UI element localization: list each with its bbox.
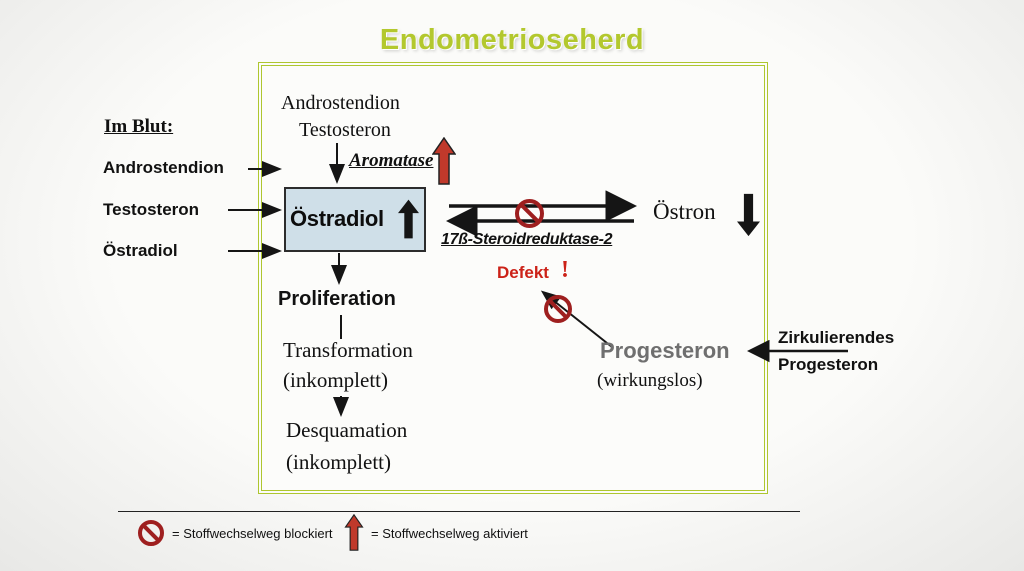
- blood-item-estradiol: Östradiol: [103, 241, 178, 260]
- legend-blocked-icon: [138, 520, 164, 546]
- proliferation-label: Proliferation: [278, 288, 396, 310]
- estrone-label: Östron: [653, 199, 716, 224]
- aromatase-activated-arrow-icon: [432, 137, 456, 185]
- transformation-note: (inkomplett): [283, 368, 388, 392]
- circulating-progesterone-line2: Progesteron: [778, 355, 879, 374]
- circulating-progesterone-line1: Zirkulierendes: [778, 328, 895, 347]
- legend-blocked-label: = Stoffwechselweg blockiert: [172, 526, 333, 541]
- reductase-label: 17ß-Steroidreduktase-2: [441, 231, 613, 248]
- legend-divider: [118, 511, 800, 512]
- blocked-icon-reductase: [515, 199, 544, 228]
- blood-item-testosteron: Testosteron: [103, 200, 200, 219]
- blood-panel-heading: Im Blut:: [104, 116, 174, 137]
- precursor-testosteron-label: Testosteron: [299, 119, 391, 141]
- estrone-down-arrow-icon: [737, 193, 760, 237]
- precursor-androstendion-label: Androstendion: [281, 92, 400, 114]
- transformation-label: Transformation: [283, 338, 413, 362]
- legend-activated-label: = Stoffwechselweg aktiviert: [371, 526, 528, 541]
- estradiol-box: [284, 187, 426, 252]
- estradiol-label: Östradiol: [290, 206, 384, 231]
- blood-item-androstendion: Androstendion: [103, 158, 224, 177]
- progesterone-label: Progesteron: [600, 338, 730, 363]
- aromatase-label: Aromatase: [349, 150, 434, 171]
- desquamation-label: Desquamation: [286, 418, 408, 442]
- progesterone-note: (wirkungslos): [597, 370, 703, 391]
- estradiol-up-arrow-icon: [398, 199, 419, 239]
- legend-activated-arrow-icon: [344, 514, 364, 551]
- defect-exclamation: !: [561, 257, 569, 283]
- desquamation-note: (inkomplett): [286, 450, 391, 474]
- page-title: Endometrioseherd: [379, 24, 645, 56]
- defect-label: Defekt: [497, 263, 549, 282]
- blocked-icon-progesterone: [544, 295, 572, 323]
- diagram-frame-inner-border: [261, 65, 765, 491]
